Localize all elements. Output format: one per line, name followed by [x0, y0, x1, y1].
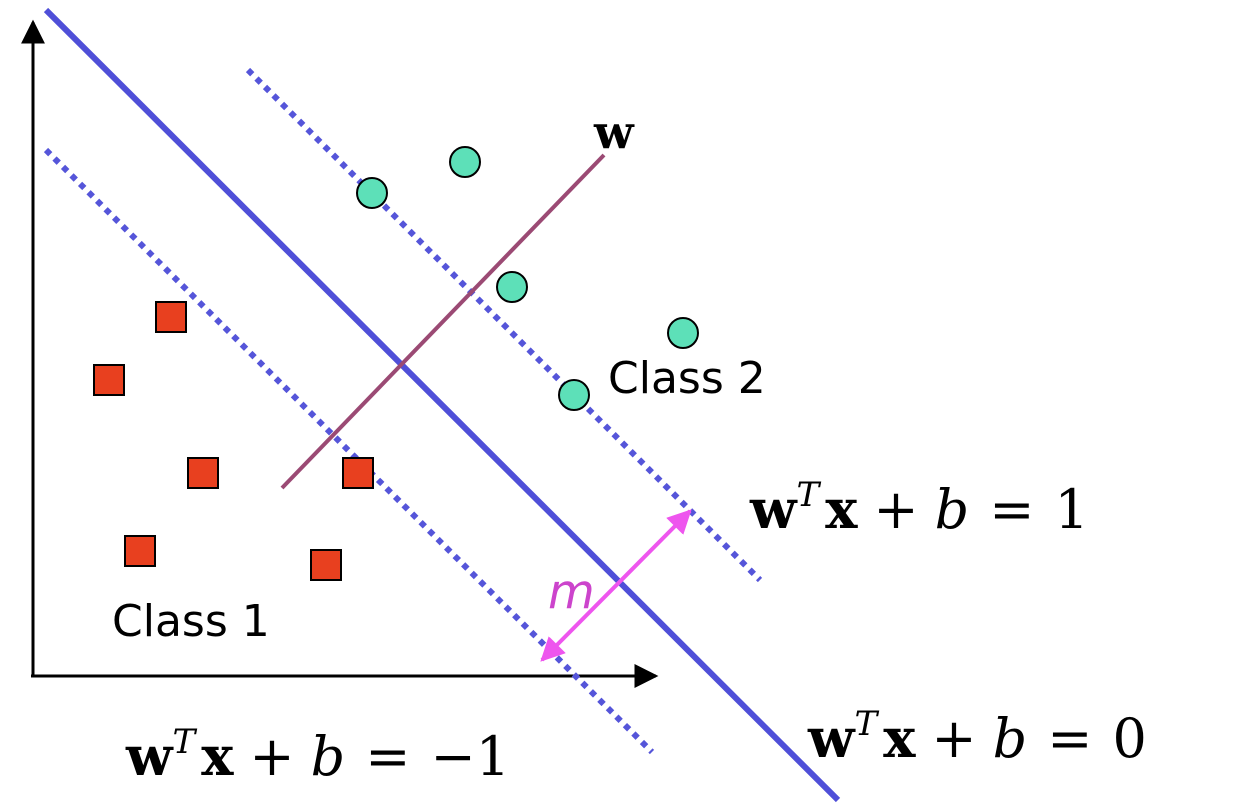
class2-point — [667, 317, 699, 349]
class1-point — [187, 457, 219, 489]
class2-point — [558, 379, 590, 411]
class1-point — [93, 364, 125, 396]
class1-label: Class 1 — [112, 596, 270, 647]
class2-point — [356, 177, 388, 209]
decision-hyperplane — [43, 7, 841, 803]
upper-margin-line — [245, 67, 763, 583]
class1-point — [155, 301, 187, 333]
lower-margin-line — [43, 147, 655, 755]
w-vector-label: w — [593, 105, 635, 159]
class1-point — [310, 549, 342, 581]
class2-label: Class 2 — [608, 353, 766, 404]
class2-point — [496, 271, 528, 303]
margin-label: m — [548, 564, 595, 620]
normal-vector-w — [280, 153, 606, 490]
class2-point — [449, 146, 481, 178]
class1-point — [342, 457, 374, 489]
class1-point — [124, 535, 156, 567]
margin-arrow — [540, 509, 692, 662]
